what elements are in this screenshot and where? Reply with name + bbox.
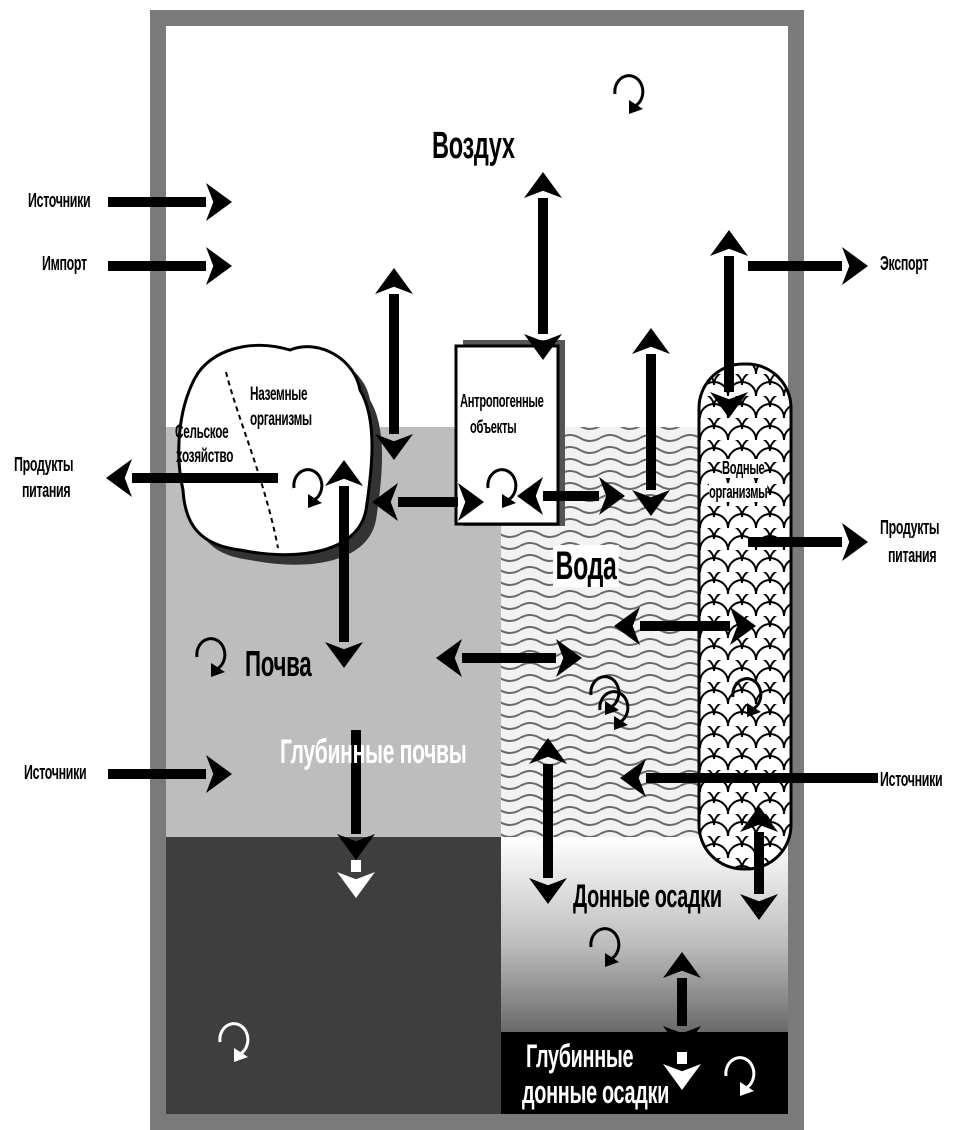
sources-left-label: Источники (24, 762, 87, 784)
terrestrial-anthro-arrow (372, 483, 484, 521)
terrestrial-organisms-area (177, 343, 374, 557)
aquatic-cycle-icon (731, 677, 763, 717)
deep-sediments-region (501, 1032, 788, 1114)
food-left-label-1: Продукты (14, 454, 74, 476)
anthropogenic-cycle-icon (486, 468, 518, 508)
soil-deepsoil-arrow (337, 730, 375, 860)
food-right-arrow (748, 523, 868, 561)
sediment-deep-arrow (663, 952, 701, 1052)
air-aquatic-arrow (710, 230, 748, 418)
sediment-lower-cycle-icon (589, 927, 621, 967)
deepsed-white-arrow (663, 1052, 701, 1090)
anthro-water-arrow (517, 477, 625, 515)
air-water-arrow (632, 328, 670, 516)
import-arrow (108, 247, 232, 285)
export-label: Экспорт (880, 253, 929, 275)
sources-top-arrow (108, 183, 232, 221)
aquatic-label-2: организмы (709, 482, 768, 502)
sediments-label: Донные осадки (573, 878, 722, 914)
water-label: Вода (553, 545, 619, 587)
sediments-cycle-icon (589, 675, 621, 715)
deep-soil-label: Глубинные почвы (280, 733, 467, 771)
deep-sediments-line2: донные осадки (522, 1074, 670, 1110)
aquatic-sediment-arrow (740, 806, 778, 920)
sources-top-label: Источники (28, 190, 91, 212)
deepsed-cycle-icon (724, 1056, 756, 1096)
terrestrial-label-1: Наземные (250, 384, 308, 405)
sources-right-arrow (620, 759, 878, 797)
soil-cycle-icon (195, 637, 227, 677)
deepsoil-white-arrow (337, 860, 375, 898)
agriculture-divider (225, 371, 279, 549)
soil-water-arrow (436, 639, 582, 677)
export-arrow (748, 247, 868, 285)
air-soil-arrow (375, 268, 413, 460)
sources-left-arrow (108, 755, 232, 793)
deep-sediments-line1: Глубинные (526, 1038, 634, 1074)
water-aquatic-arrow (614, 607, 756, 645)
aquatic-organisms-capsule (697, 362, 793, 871)
food-right-label-1: Продукты (880, 517, 940, 539)
agriculture-label-1: Сельское (175, 422, 229, 443)
food-right-label-2: питания (888, 545, 937, 567)
air-anthropogenic-arrow (524, 172, 562, 360)
food-left-arrow (106, 459, 278, 497)
sources-right-label: Источники (880, 769, 943, 791)
aquatic-label-1: Водные (722, 458, 765, 478)
deepsoil-cycle-icon (218, 1022, 250, 1062)
import-label: Импорт (42, 253, 87, 275)
flow-arrows (106, 172, 878, 1090)
soil-label: Почва (245, 643, 312, 684)
water-sediment-arrow (529, 738, 567, 904)
terrestrial-cycle-icon (292, 468, 324, 508)
deep-soil-region (166, 837, 501, 1114)
air-label: Воздух (432, 125, 515, 167)
anthropogenic-label-1: Антропогенные (460, 391, 544, 411)
food-left-label-2: питания (22, 480, 71, 502)
air-cycle-icon (613, 74, 645, 114)
terrestrial-label-2: организмы (250, 409, 312, 430)
agriculture-label-2: хозяйство (176, 446, 234, 467)
terrestrial-soil-arrow (325, 460, 363, 668)
anthropogenic-label-2: объекты (470, 417, 517, 437)
cycle-icons (195, 74, 763, 1096)
